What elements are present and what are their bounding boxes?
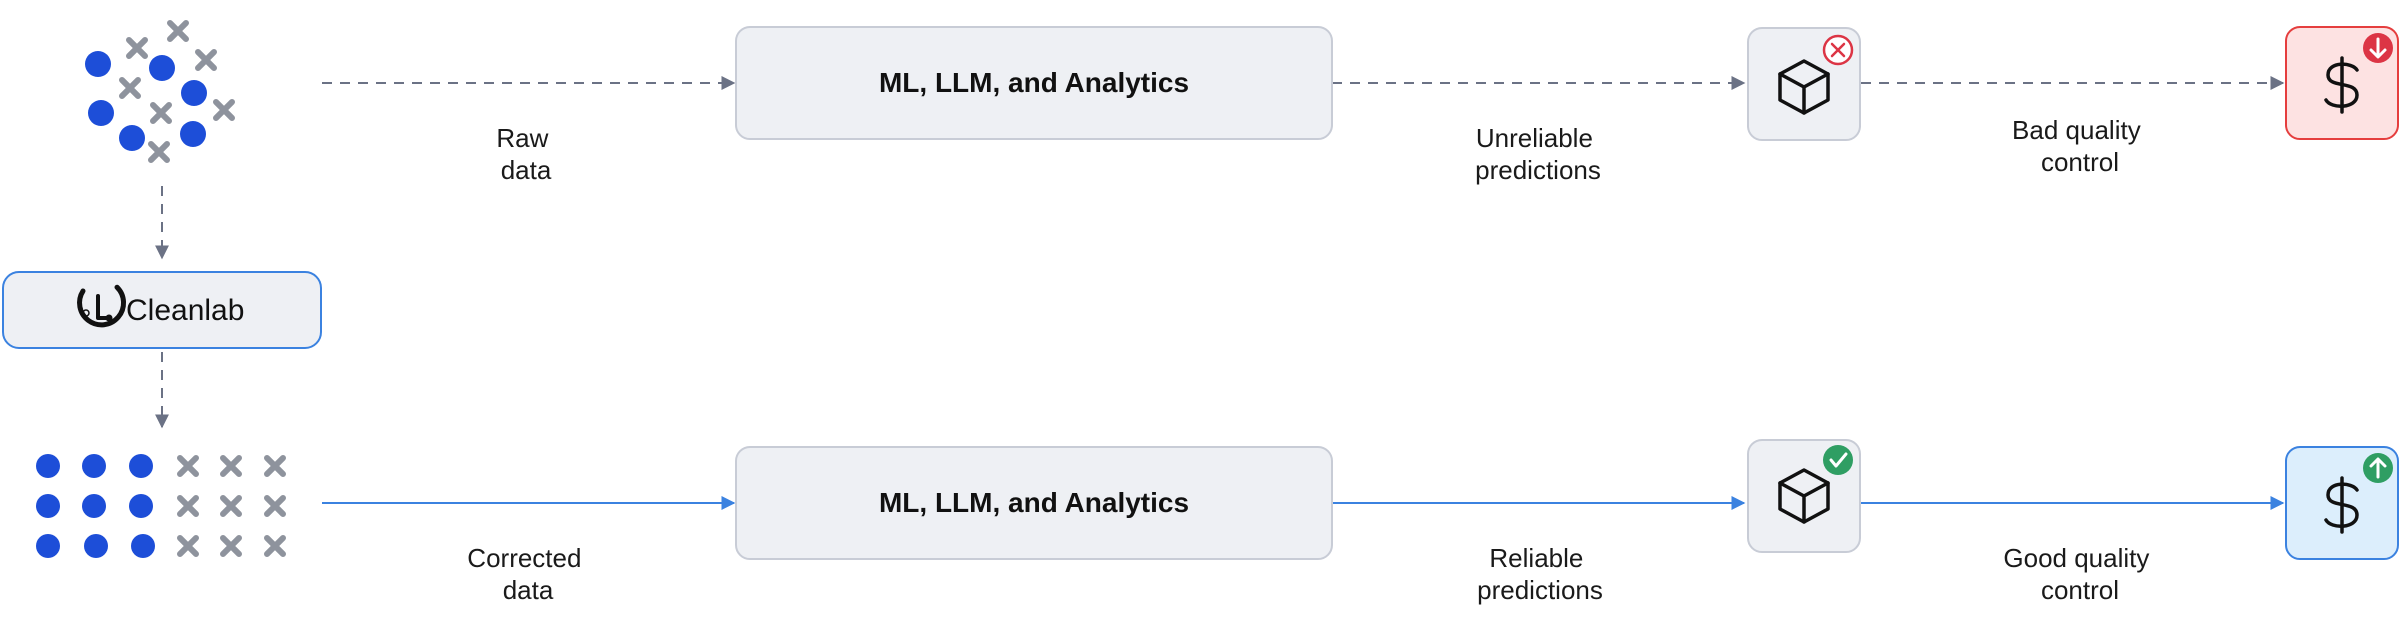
arrow-down-icon: [2363, 33, 2393, 63]
bottom-process-label: ML, LLM, and Analytics: [879, 487, 1189, 518]
data-point-dot: [181, 80, 207, 106]
data-point-cross: [119, 77, 141, 99]
data-point-cross: [264, 535, 286, 557]
data-point-dot: [82, 494, 106, 518]
arrow-up-icon: [2363, 453, 2393, 483]
data-point-cross: [220, 455, 242, 477]
data-point-dot: [88, 100, 114, 126]
data-point-cross: [126, 37, 148, 59]
data-point-cross: [264, 495, 286, 517]
bottom-process-box: ML, LLM, and Analytics: [735, 446, 1333, 560]
data-point-dot: [129, 494, 153, 518]
cube-icon: [1778, 468, 1830, 524]
bad-quality-control-label: Bad quality control: [2012, 115, 2148, 177]
data-point-cross: [213, 99, 235, 121]
cleanlab-box: Cleanlab: [2, 271, 322, 349]
corrected-data-label: Corrected data: [467, 543, 588, 605]
cleanlab-logo-icon: [77, 284, 126, 328]
unreliable-predictions-label: Unreliable predictions: [1475, 123, 1601, 185]
data-point-cross: [148, 141, 170, 163]
raw-data-cluster: [85, 20, 235, 163]
check-icon: [1823, 445, 1853, 475]
data-point-cross: [167, 20, 189, 42]
data-point-cross: [177, 495, 199, 517]
data-point-dot: [149, 55, 175, 81]
cube-icon: [1778, 59, 1830, 115]
data-point-cross: [150, 102, 172, 124]
data-point-dot: [129, 454, 153, 478]
data-point-dot: [119, 125, 145, 151]
data-point-dot: [85, 51, 111, 77]
corrected-crosses: [177, 455, 286, 557]
good-quality-outcome-box: [2285, 446, 2399, 560]
dollar-icon: [2324, 476, 2359, 534]
raw-data-label: Raw data: [496, 123, 555, 185]
data-point-cross: [220, 535, 242, 557]
data-point-cross: [264, 455, 286, 477]
data-point-dot: [84, 534, 108, 558]
data-point-dot: [36, 534, 60, 558]
data-point-dot: [131, 534, 155, 558]
raw-data-crosses: [119, 20, 235, 163]
reliable-predictions-label: Reliable predictions: [1477, 543, 1603, 605]
data-point-cross: [177, 535, 199, 557]
data-point-cross: [195, 49, 217, 71]
corrected-dots: [36, 454, 155, 558]
data-point-cross: [220, 495, 242, 517]
data-point-cross: [177, 455, 199, 477]
good-quality-control-label: Good quality control: [2003, 543, 2156, 605]
corrected-data-grid: [36, 454, 286, 558]
top-process-box: ML, LLM, and Analytics: [735, 26, 1333, 140]
data-point-dot: [36, 454, 60, 478]
top-model-box: [1747, 27, 1861, 141]
data-point-dot: [36, 494, 60, 518]
error-x-icon: [1822, 34, 1854, 66]
data-point-dot: [82, 454, 106, 478]
cleanlab-label: Cleanlab: [126, 294, 244, 327]
bad-quality-outcome-box: [2285, 26, 2399, 140]
dollar-icon: [2324, 56, 2359, 114]
bottom-model-box: [1747, 439, 1861, 553]
data-point-dot: [180, 121, 206, 147]
top-process-label: ML, LLM, and Analytics: [879, 67, 1189, 98]
